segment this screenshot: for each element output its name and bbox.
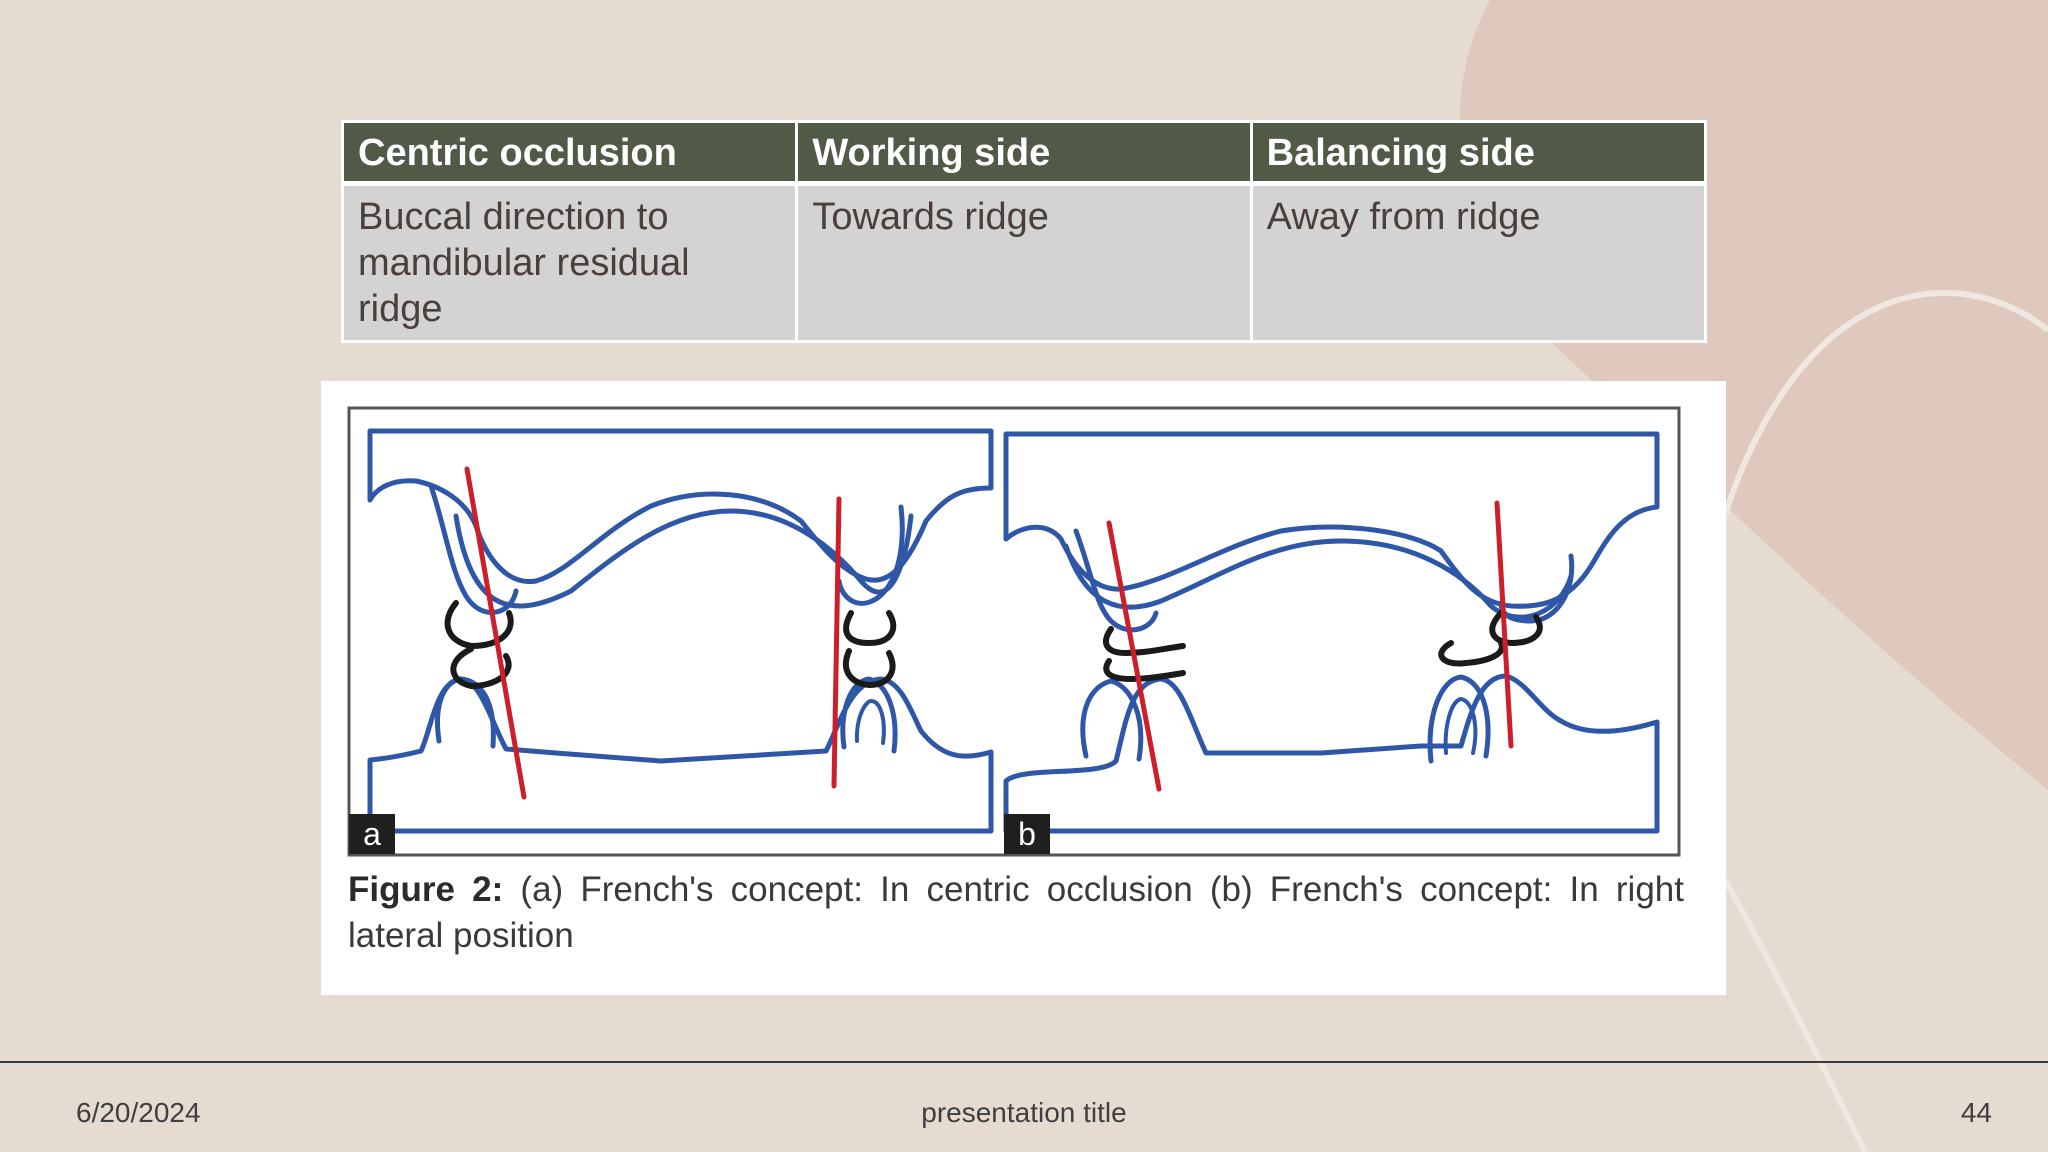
- figure-caption-text: (a) French's concept: In centric occlusi…: [348, 870, 1684, 955]
- header-working-side: Working side: [795, 120, 1253, 186]
- panel-a-label: a: [363, 816, 381, 852]
- panel-a-maxillary-outline: [367, 428, 994, 584]
- panel-b-left-upper-tooth: [1073, 528, 1159, 633]
- cell-centric-occlusion: Buccal direction to mandibular residual …: [340, 182, 799, 343]
- panel-b-label-box: [1004, 814, 1050, 854]
- figure-caption-label: Figure 2:: [348, 870, 504, 909]
- table-header-row: Centric occlusion Working side Balancing…: [340, 120, 1708, 186]
- footer-date: 6/20/2024: [76, 1097, 201, 1128]
- table-row: Buccal direction to mandibular residual …: [340, 182, 1708, 343]
- panel-a-right-lower-tooth: [840, 676, 898, 754]
- panel-b-drawing: [1003, 431, 1660, 834]
- panel-b-axes: [1106, 500, 1514, 792]
- panel-a-left-axis: [464, 466, 527, 800]
- footer-divider: [0, 1061, 2048, 1063]
- panel-a-left-cusps: [444, 600, 514, 690]
- decor-arc: [1717, 289, 2048, 531]
- panel-b-palate-inner: [1063, 538, 1574, 620]
- panel-a-left-lower-tooth: [435, 676, 496, 749]
- decor-arc-lower: [1722, 878, 1868, 1152]
- figure-panel: a b Figure 2: (a) French's concept: In c…: [321, 381, 1726, 995]
- header-balancing-side: Balancing side: [1249, 120, 1708, 186]
- panel-a-cusps: [444, 600, 897, 690]
- panel-b-right-cusps: [1438, 610, 1543, 667]
- panel-b-right-axis: [1494, 500, 1514, 749]
- panel-a-axes: [464, 466, 842, 800]
- panel-b-left-cusps: [1103, 626, 1186, 683]
- panel-b-right-upper-tooth: [1498, 553, 1575, 624]
- panel-b-left-axis: [1106, 520, 1162, 792]
- occlusion-table: Centric occlusion Working side Balancing…: [340, 120, 1708, 343]
- panel-b-mandibular-outline: [1003, 673, 1660, 834]
- panel-a-mandibular-outline: [367, 676, 994, 834]
- panel-a-left-upper-tooth: [428, 483, 519, 615]
- cell-working-side: Towards ridge: [795, 182, 1253, 343]
- panel-b-left-lower-tooth: [1080, 678, 1144, 762]
- panel-a-right-upper-tooth: [836, 504, 905, 606]
- cell-balancing-side: Away from ridge: [1249, 182, 1708, 343]
- panel-b-right-lower-tooth: [1427, 674, 1491, 764]
- footer-presentation-title: presentation title: [921, 1097, 1127, 1128]
- frenchs-concept-diagram: a b: [347, 406, 1681, 857]
- panel-a-label-box: [349, 814, 395, 854]
- panel-a-right-tooth-inner: [854, 699, 886, 745]
- panel-a-right-cusps: [842, 610, 897, 689]
- figure-caption: Figure 2: (a) French's concept: In centr…: [348, 867, 1684, 959]
- header-centric-occlusion: Centric occlusion: [340, 120, 799, 186]
- footer-page-number: 44: [1960, 1097, 1992, 1128]
- panel-a-drawing: [367, 428, 994, 834]
- panel-b-maxillary-outline: [1003, 431, 1660, 609]
- panel-b-right-tooth-inner: [1443, 697, 1478, 755]
- panel-b-label: b: [1018, 816, 1036, 852]
- figure-frame: [347, 406, 1681, 857]
- panel-b-cusps: [1103, 610, 1543, 683]
- panel-a-right-axis: [831, 496, 842, 789]
